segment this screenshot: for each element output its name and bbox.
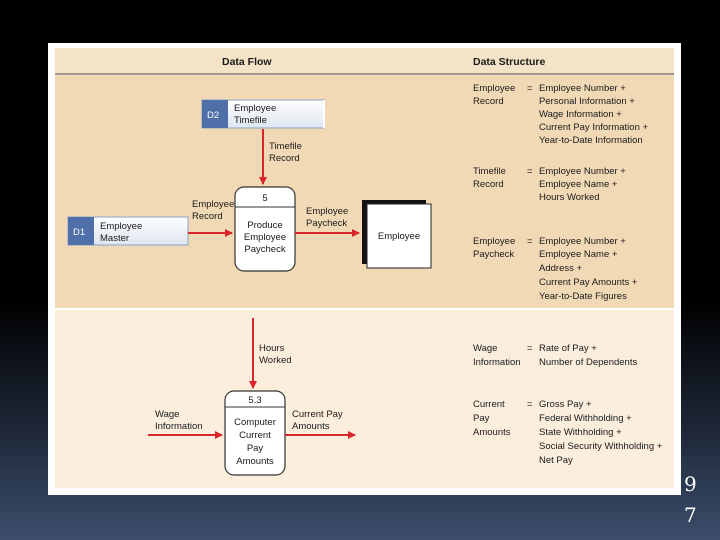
structure-timefile-record: Timefile Record = Employee Number + Empl… bbox=[473, 166, 626, 203]
process-5-3-number: 5.3 bbox=[248, 395, 261, 406]
page-number-line2: 7 bbox=[684, 503, 697, 527]
process-5-number: 5 bbox=[262, 193, 267, 204]
structure-equals: = bbox=[527, 399, 533, 410]
flow-timefile-line2: Record bbox=[269, 153, 300, 164]
store-d2-name-line2: Timefile bbox=[234, 115, 267, 126]
store-d2-id: D2 bbox=[207, 110, 219, 121]
structure-line: Social Security Withholding + bbox=[539, 441, 663, 452]
process-5-3-line4: Amounts bbox=[236, 456, 274, 467]
process-5-line3: Paycheck bbox=[244, 244, 285, 255]
data-store-d1[interactable]: D1 Employee Master bbox=[67, 216, 189, 246]
flow-current-pay-line1: Current Pay bbox=[292, 409, 343, 420]
process-5-3-line1: Computer bbox=[234, 417, 276, 428]
structure-line: Personal Information + bbox=[539, 96, 635, 107]
structure-equals: = bbox=[527, 83, 533, 94]
structure-line: Rate of Pay + bbox=[539, 343, 597, 354]
data-store-d2[interactable]: D2 Employee Timefile bbox=[201, 99, 325, 129]
structure-line: Federal Withholding + bbox=[539, 413, 632, 424]
flow-timefile-line1: Timefile bbox=[269, 141, 302, 152]
process-5-3-line3: Pay bbox=[247, 443, 264, 454]
external-entity-employee[interactable]: Employee bbox=[362, 200, 432, 269]
header-band bbox=[55, 48, 674, 74]
structure-name-line2: Record bbox=[473, 96, 504, 107]
structure-name-line1: Employee bbox=[473, 236, 515, 247]
top-section-band bbox=[55, 75, 674, 308]
data-flow-diagram: Data Flow Data Structure D2 Employee Tim… bbox=[55, 48, 674, 488]
structure-line: State Withholding + bbox=[539, 427, 622, 438]
process-5-line1: Produce bbox=[247, 220, 282, 231]
page-number-line1: 9 bbox=[684, 472, 697, 496]
flow-hours-line1: Hours bbox=[259, 343, 285, 354]
structure-wage-information: Wage Information = Rate of Pay + Number … bbox=[473, 343, 637, 368]
header-data-flow: Data Flow bbox=[222, 56, 272, 68]
structure-name-line1: Current bbox=[473, 399, 505, 410]
process-5-3-line2: Current bbox=[239, 430, 271, 441]
structure-line: Employee Number + bbox=[539, 83, 626, 94]
structure-line: Number of Dependents bbox=[539, 357, 637, 368]
structure-employee-paycheck: Employee Paycheck = Employee Number + Em… bbox=[473, 236, 638, 302]
structure-line: Hours Worked bbox=[539, 192, 600, 203]
bottom-section-band bbox=[55, 310, 674, 488]
flow-wage-line2: Information bbox=[155, 421, 203, 432]
structure-equals: = bbox=[527, 236, 533, 247]
header-data-structure: Data Structure bbox=[473, 56, 546, 68]
flow-paycheck-line2: Paycheck bbox=[306, 218, 347, 229]
structure-line: Employee Number + bbox=[539, 236, 626, 247]
structure-name-line1: Wage bbox=[473, 343, 497, 354]
structure-line: Current Pay Information + bbox=[539, 122, 648, 133]
store-d2-name-line1: Employee bbox=[234, 103, 276, 114]
process-5-line2: Employee bbox=[244, 232, 286, 243]
structure-name-line1: Timefile bbox=[473, 166, 506, 177]
structure-employee-record: Employee Record = Employee Number + Pers… bbox=[473, 83, 648, 146]
flow-paycheck-line1: Employee bbox=[306, 206, 348, 217]
structure-line: Current Pay Amounts + bbox=[539, 277, 638, 288]
process-5-3[interactable]: 5.3 Computer Current Pay Amounts bbox=[224, 390, 286, 476]
structure-current-pay-amounts: Current Pay Amounts = Gross Pay + Federa… bbox=[473, 399, 663, 466]
entity-employee-label: Employee bbox=[378, 231, 420, 242]
structure-line: Employee Name + bbox=[539, 179, 618, 190]
structure-line: Employee Name + bbox=[539, 249, 618, 260]
flow-wage-line1: Wage bbox=[155, 409, 179, 420]
flow-current-pay-line2: Amounts bbox=[292, 421, 330, 432]
store-d1-name-line2: Master bbox=[100, 233, 129, 244]
store-d1-id: D1 bbox=[73, 227, 85, 238]
structure-name-line1: Employee bbox=[473, 83, 515, 94]
process-5[interactable]: 5 Produce Employee Paycheck bbox=[234, 186, 296, 272]
flow-hours-line2: Worked bbox=[259, 355, 292, 366]
structure-name-line2: Pay bbox=[473, 413, 490, 424]
structure-line: Gross Pay + bbox=[539, 399, 592, 410]
structure-line: Net Pay bbox=[539, 455, 573, 466]
structure-name-line2: Information bbox=[473, 357, 521, 368]
flow-employee-record-line2: Record bbox=[192, 211, 223, 222]
structure-equals: = bbox=[527, 343, 533, 354]
store-d1-name-line1: Employee bbox=[100, 221, 142, 232]
structure-name-line3: Amounts bbox=[473, 427, 511, 438]
structure-name-line2: Record bbox=[473, 179, 504, 190]
structure-line: Year-to-Date Information bbox=[539, 135, 643, 146]
structure-equals: = bbox=[527, 166, 533, 177]
structure-line: Address + bbox=[539, 263, 582, 274]
structure-line: Year-to-Date Figures bbox=[539, 291, 627, 302]
structure-line: Wage Information + bbox=[539, 109, 622, 120]
structure-name-line2: Paycheck bbox=[473, 249, 514, 260]
slide-frame: Data Flow Data Structure D2 Employee Tim… bbox=[48, 43, 681, 495]
flow-employee-record-line1: Employee bbox=[192, 199, 234, 210]
structure-line: Employee Number + bbox=[539, 166, 626, 177]
